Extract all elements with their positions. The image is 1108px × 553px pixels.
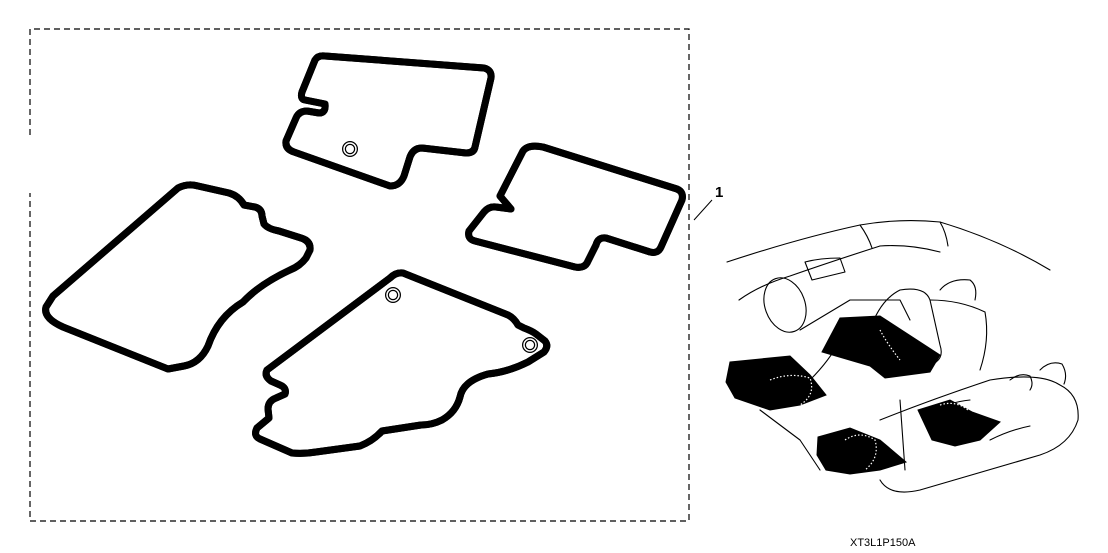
callout-leader: 1 [693, 184, 723, 221]
rear-left-mat [46, 185, 310, 373]
vehicle-interior-view [725, 220, 1079, 493]
callout-number: 1 [715, 184, 723, 201]
rear-right-mat [256, 273, 547, 453]
front-left-mat-location [725, 355, 827, 411]
part-code-label: XT3L1P150A [850, 537, 916, 549]
passenger-front-mat [469, 146, 683, 267]
driver-front-mat [286, 56, 491, 186]
rear-left-mat-location [816, 427, 908, 475]
rear-right-mat-location [917, 399, 1001, 447]
front-right-mat-location [821, 315, 941, 379]
kit-boundary-frame [29, 28, 690, 522]
